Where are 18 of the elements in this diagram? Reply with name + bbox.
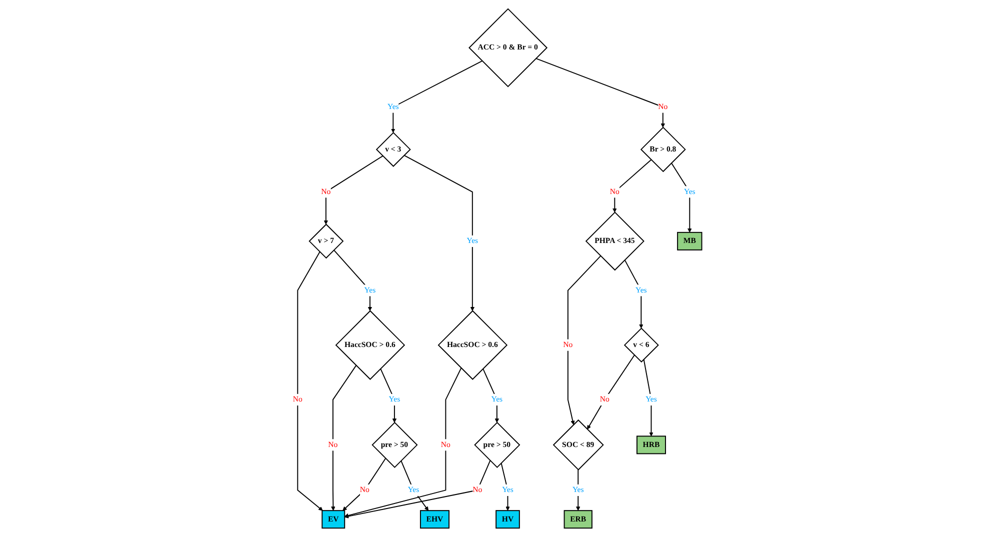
arrow bbox=[342, 458, 386, 511]
arrow bbox=[671, 162, 692, 233]
arrow bbox=[297, 251, 324, 511]
arrow bbox=[612, 159, 652, 213]
arrow bbox=[400, 460, 429, 511]
arrow bbox=[334, 250, 372, 312]
arrow bbox=[391, 60, 483, 133]
arrow bbox=[404, 154, 475, 312]
arrow bbox=[331, 364, 357, 511]
arrow bbox=[576, 469, 580, 511]
arrow bbox=[643, 358, 654, 436]
arrow bbox=[624, 259, 644, 328]
arrow bbox=[587, 354, 636, 430]
arrow bbox=[344, 460, 491, 518]
arrow bbox=[500, 462, 510, 511]
arrow bbox=[324, 155, 384, 225]
arrow bbox=[568, 255, 602, 425]
arrow bbox=[536, 58, 666, 128]
